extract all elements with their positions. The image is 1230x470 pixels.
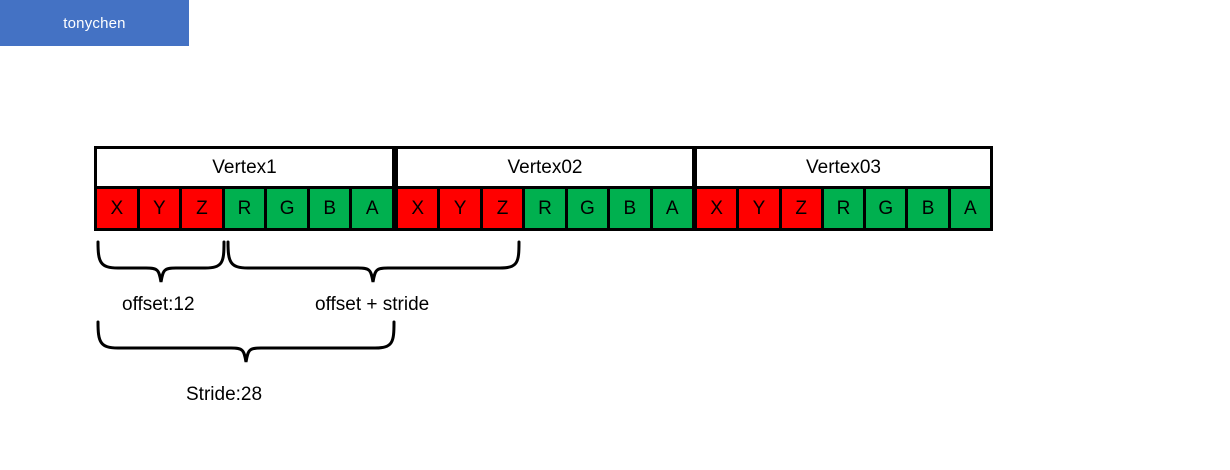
cell-b: B: [607, 186, 653, 231]
cell-r: R: [820, 186, 867, 231]
cell-y: Y: [136, 186, 183, 231]
cell-a: A: [349, 186, 396, 231]
offset-stride-brace: [226, 240, 521, 283]
offset-brace: [96, 240, 226, 283]
offset-label: offset:12: [122, 294, 195, 315]
cell-z: Z: [179, 186, 225, 231]
cell-y: Y: [437, 186, 483, 231]
cell-a: A: [947, 186, 993, 231]
vertex-title: Vertex02: [395, 146, 695, 189]
user-banner-label: tonychen: [63, 14, 126, 32]
cell-g: G: [264, 186, 310, 231]
cell-b: B: [905, 186, 951, 231]
user-banner: tonychen: [0, 0, 189, 46]
vertex-title: Vertex03: [694, 146, 993, 189]
stride-label: Stride:28: [186, 384, 263, 405]
cell-z: Z: [479, 186, 526, 231]
vertex-block: Vertex03 X Y Z R G B A: [694, 146, 993, 231]
stride-brace: [96, 320, 396, 363]
vertex-title: Vertex1: [94, 146, 395, 189]
vertex-cell-row: X Y Z R G B A: [94, 186, 396, 231]
cell-b: B: [306, 186, 353, 231]
cell-x: X: [694, 186, 740, 231]
cell-x: X: [94, 186, 140, 231]
cell-y: Y: [736, 186, 782, 231]
cell-g: G: [564, 186, 611, 231]
vertex-block: Vertex1 X Y Z R G B A: [94, 146, 396, 231]
vertex-block: Vertex02 X Y Z R G B A: [395, 146, 695, 231]
cell-r: R: [522, 186, 568, 231]
offset-stride-label: offset + stride: [315, 294, 430, 315]
cell-a: A: [649, 186, 695, 231]
cell-x: X: [395, 186, 441, 231]
vertex-cell-row: X Y Z R G B A: [694, 186, 993, 231]
cell-g: G: [863, 186, 909, 231]
vertex-buffer-diagram: Vertex1 X Y Z R G B A Vertex02 X Y Z R G…: [94, 146, 993, 231]
cell-z: Z: [778, 186, 824, 231]
vertex-cell-row: X Y Z R G B A: [395, 186, 695, 231]
cell-r: R: [221, 186, 268, 231]
